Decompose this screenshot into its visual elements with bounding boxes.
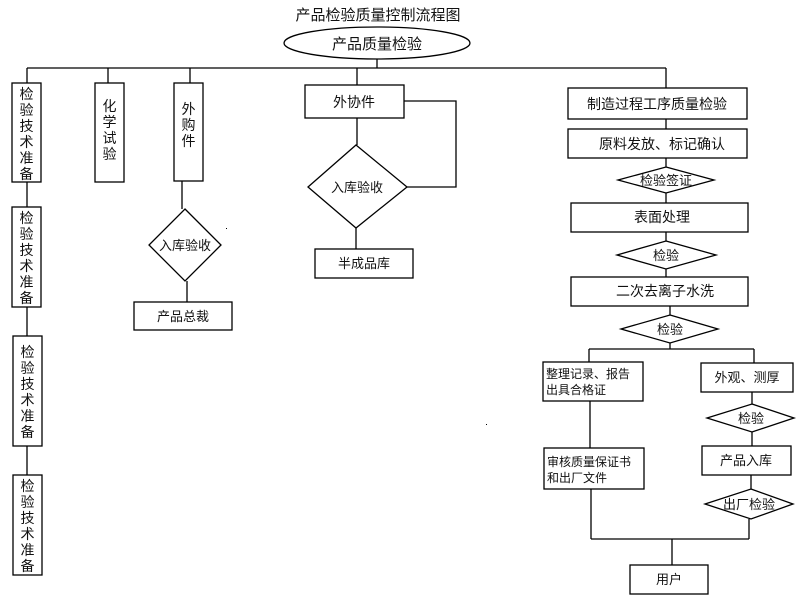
- vertical-char: 检: [20, 87, 34, 103]
- review-line-1: 审核质量保证书: [547, 454, 631, 469]
- records-line-2: 出具合格证: [546, 382, 606, 397]
- root-label: 产品质量检验: [332, 35, 422, 53]
- vertical-char: 验: [21, 495, 35, 511]
- vertical-char: 术: [20, 259, 34, 275]
- user-label: 用户: [656, 572, 682, 588]
- column-purchased: 外购件 入库验收 产品总裁: [133, 82, 233, 331]
- purchased-result-label: 产品总裁: [157, 309, 209, 325]
- outsourced-decision-label: 入库验收: [331, 180, 383, 196]
- mfg-step-4: 检验: [614, 240, 719, 270]
- column-inspection-prep: 检验技术准备 检验技术准备 检验技术准备 检验技术准备: [11, 82, 43, 576]
- vertical-char: 备: [21, 558, 35, 575]
- mfg-step-3-label: 表面处理: [634, 210, 690, 226]
- prep-box-1: 检验技术准备: [11, 82, 42, 183]
- vertical-char: 检: [21, 479, 35, 495]
- vertical-char: 件: [182, 134, 196, 150]
- chart-title: 产品检验质量控制流程图: [295, 6, 460, 24]
- prep-box-4: 检验技术准备: [12, 474, 43, 576]
- prep-box-2: 检验技术准备: [11, 206, 42, 308]
- outsourced-decision: 入库验收: [307, 144, 409, 229]
- prep-box-3-label: 检验技术准备: [21, 345, 35, 441]
- mfg-step-0-label: 制造过程工序质量检验: [587, 97, 727, 113]
- chemical-test-label: 化学试验: [103, 99, 117, 163]
- prep-box-1-label: 检验技术准备: [20, 87, 34, 183]
- records-line-1: 整理记录、报告: [546, 366, 630, 381]
- right-decision-1: 检验: [704, 403, 797, 433]
- vertical-char: 验: [103, 147, 117, 163]
- right-decision-2-label: 出厂检验: [723, 497, 775, 513]
- purchased-parts-label: 外购件: [182, 102, 196, 150]
- chemical-test-box: 化学试验: [94, 82, 125, 183]
- prep-box-2-label: 检验技术准备: [20, 211, 34, 307]
- outsourced-parts-label: 外协件: [333, 95, 375, 111]
- vertical-char: 验: [20, 227, 34, 243]
- mfg-step-2: 检验签证: [615, 166, 717, 194]
- vertical-char: 购: [182, 118, 196, 134]
- vertical-char: 技: [20, 119, 34, 135]
- vertical-char: 准: [21, 543, 35, 559]
- purchased-decision: 入库验收: [148, 208, 222, 282]
- vertical-char: 准: [21, 409, 35, 425]
- mfg-step-1-label: 原料发放、标记确认: [599, 137, 725, 153]
- vertical-char: 化: [103, 99, 117, 115]
- vertical-char: 学: [103, 115, 117, 131]
- vertical-char: 检: [21, 345, 35, 361]
- mfg-step-2-label: 检验签证: [640, 173, 692, 189]
- appearance-label: 外观、测厚: [714, 371, 779, 386]
- mfg-step-1: 原料发放、标记确认: [567, 128, 748, 159]
- vertical-char: 备: [20, 290, 34, 307]
- vertical-char: 术: [20, 135, 34, 151]
- vertical-char: 检: [20, 211, 34, 227]
- mfg-step-6-label: 检验: [657, 322, 683, 338]
- vertical-char: 备: [21, 424, 35, 441]
- mfg-step-4-label: 检验: [653, 248, 679, 264]
- vertical-char: 验: [20, 103, 34, 119]
- storage-label: 产品入库: [720, 453, 772, 469]
- mfg-step-6: 检验: [618, 314, 721, 344]
- vertical-char: 技: [21, 377, 35, 393]
- review-box: 审核质量保证书 和出厂文件: [543, 447, 645, 490]
- vertical-char: 准: [20, 275, 34, 291]
- purchased-result-box: 产品总裁: [133, 301, 233, 331]
- vertical-char: 外: [182, 102, 196, 118]
- stray-dot: [226, 228, 227, 229]
- root-node: 产品质量检验: [283, 26, 471, 60]
- vertical-char: 术: [21, 527, 35, 543]
- mfg-step-3: 表面处理: [570, 202, 749, 233]
- semi-finished-box: 半成品库: [314, 248, 414, 279]
- vertical-char: 术: [21, 393, 35, 409]
- right-decision-2: 出厂检验: [702, 488, 795, 520]
- vertical-char: 技: [21, 511, 35, 527]
- user-box: 用户: [629, 564, 709, 595]
- semi-finished-label: 半成品库: [338, 256, 390, 272]
- stray-dot: [486, 424, 487, 425]
- right-decision-1-label: 检验: [738, 411, 764, 427]
- mfg-step-0: 制造过程工序质量检验: [567, 87, 748, 120]
- vertical-char: 准: [20, 151, 34, 167]
- column-outsourced: 外协件 入库验收 半成品库: [304, 84, 457, 279]
- appearance-box: 外观、测厚: [700, 362, 794, 393]
- review-line-2: 和出厂文件: [547, 470, 607, 485]
- mfg-step-5-label: 二次去离子水洗: [616, 283, 714, 300]
- mfg-step-5: 二次去离子水洗: [570, 276, 749, 307]
- purchased-decision-label: 入库验收: [159, 238, 211, 254]
- storage-box: 产品入库: [701, 445, 792, 476]
- outsourced-parts-box: 外协件: [304, 84, 405, 119]
- purchased-parts-box: 外购件: [173, 82, 204, 182]
- column-manufacturing: 制造过程工序质量检验 原料发放、标记确认 检验签证 表面处理 检验 二次去离子水…: [542, 87, 797, 595]
- vertical-char: 验: [21, 361, 35, 377]
- vertical-char: 技: [20, 243, 34, 259]
- prep-box-3: 检验技术准备: [12, 335, 43, 447]
- vertical-char: 备: [20, 166, 34, 183]
- top-connectors: [26, 59, 667, 88]
- vertical-char: 试: [103, 131, 117, 147]
- outsourced-loop-line: [404, 100, 457, 188]
- prep-box-4-label: 检验技术准备: [21, 479, 35, 575]
- records-box: 整理记录、报告 出具合格证: [542, 361, 644, 402]
